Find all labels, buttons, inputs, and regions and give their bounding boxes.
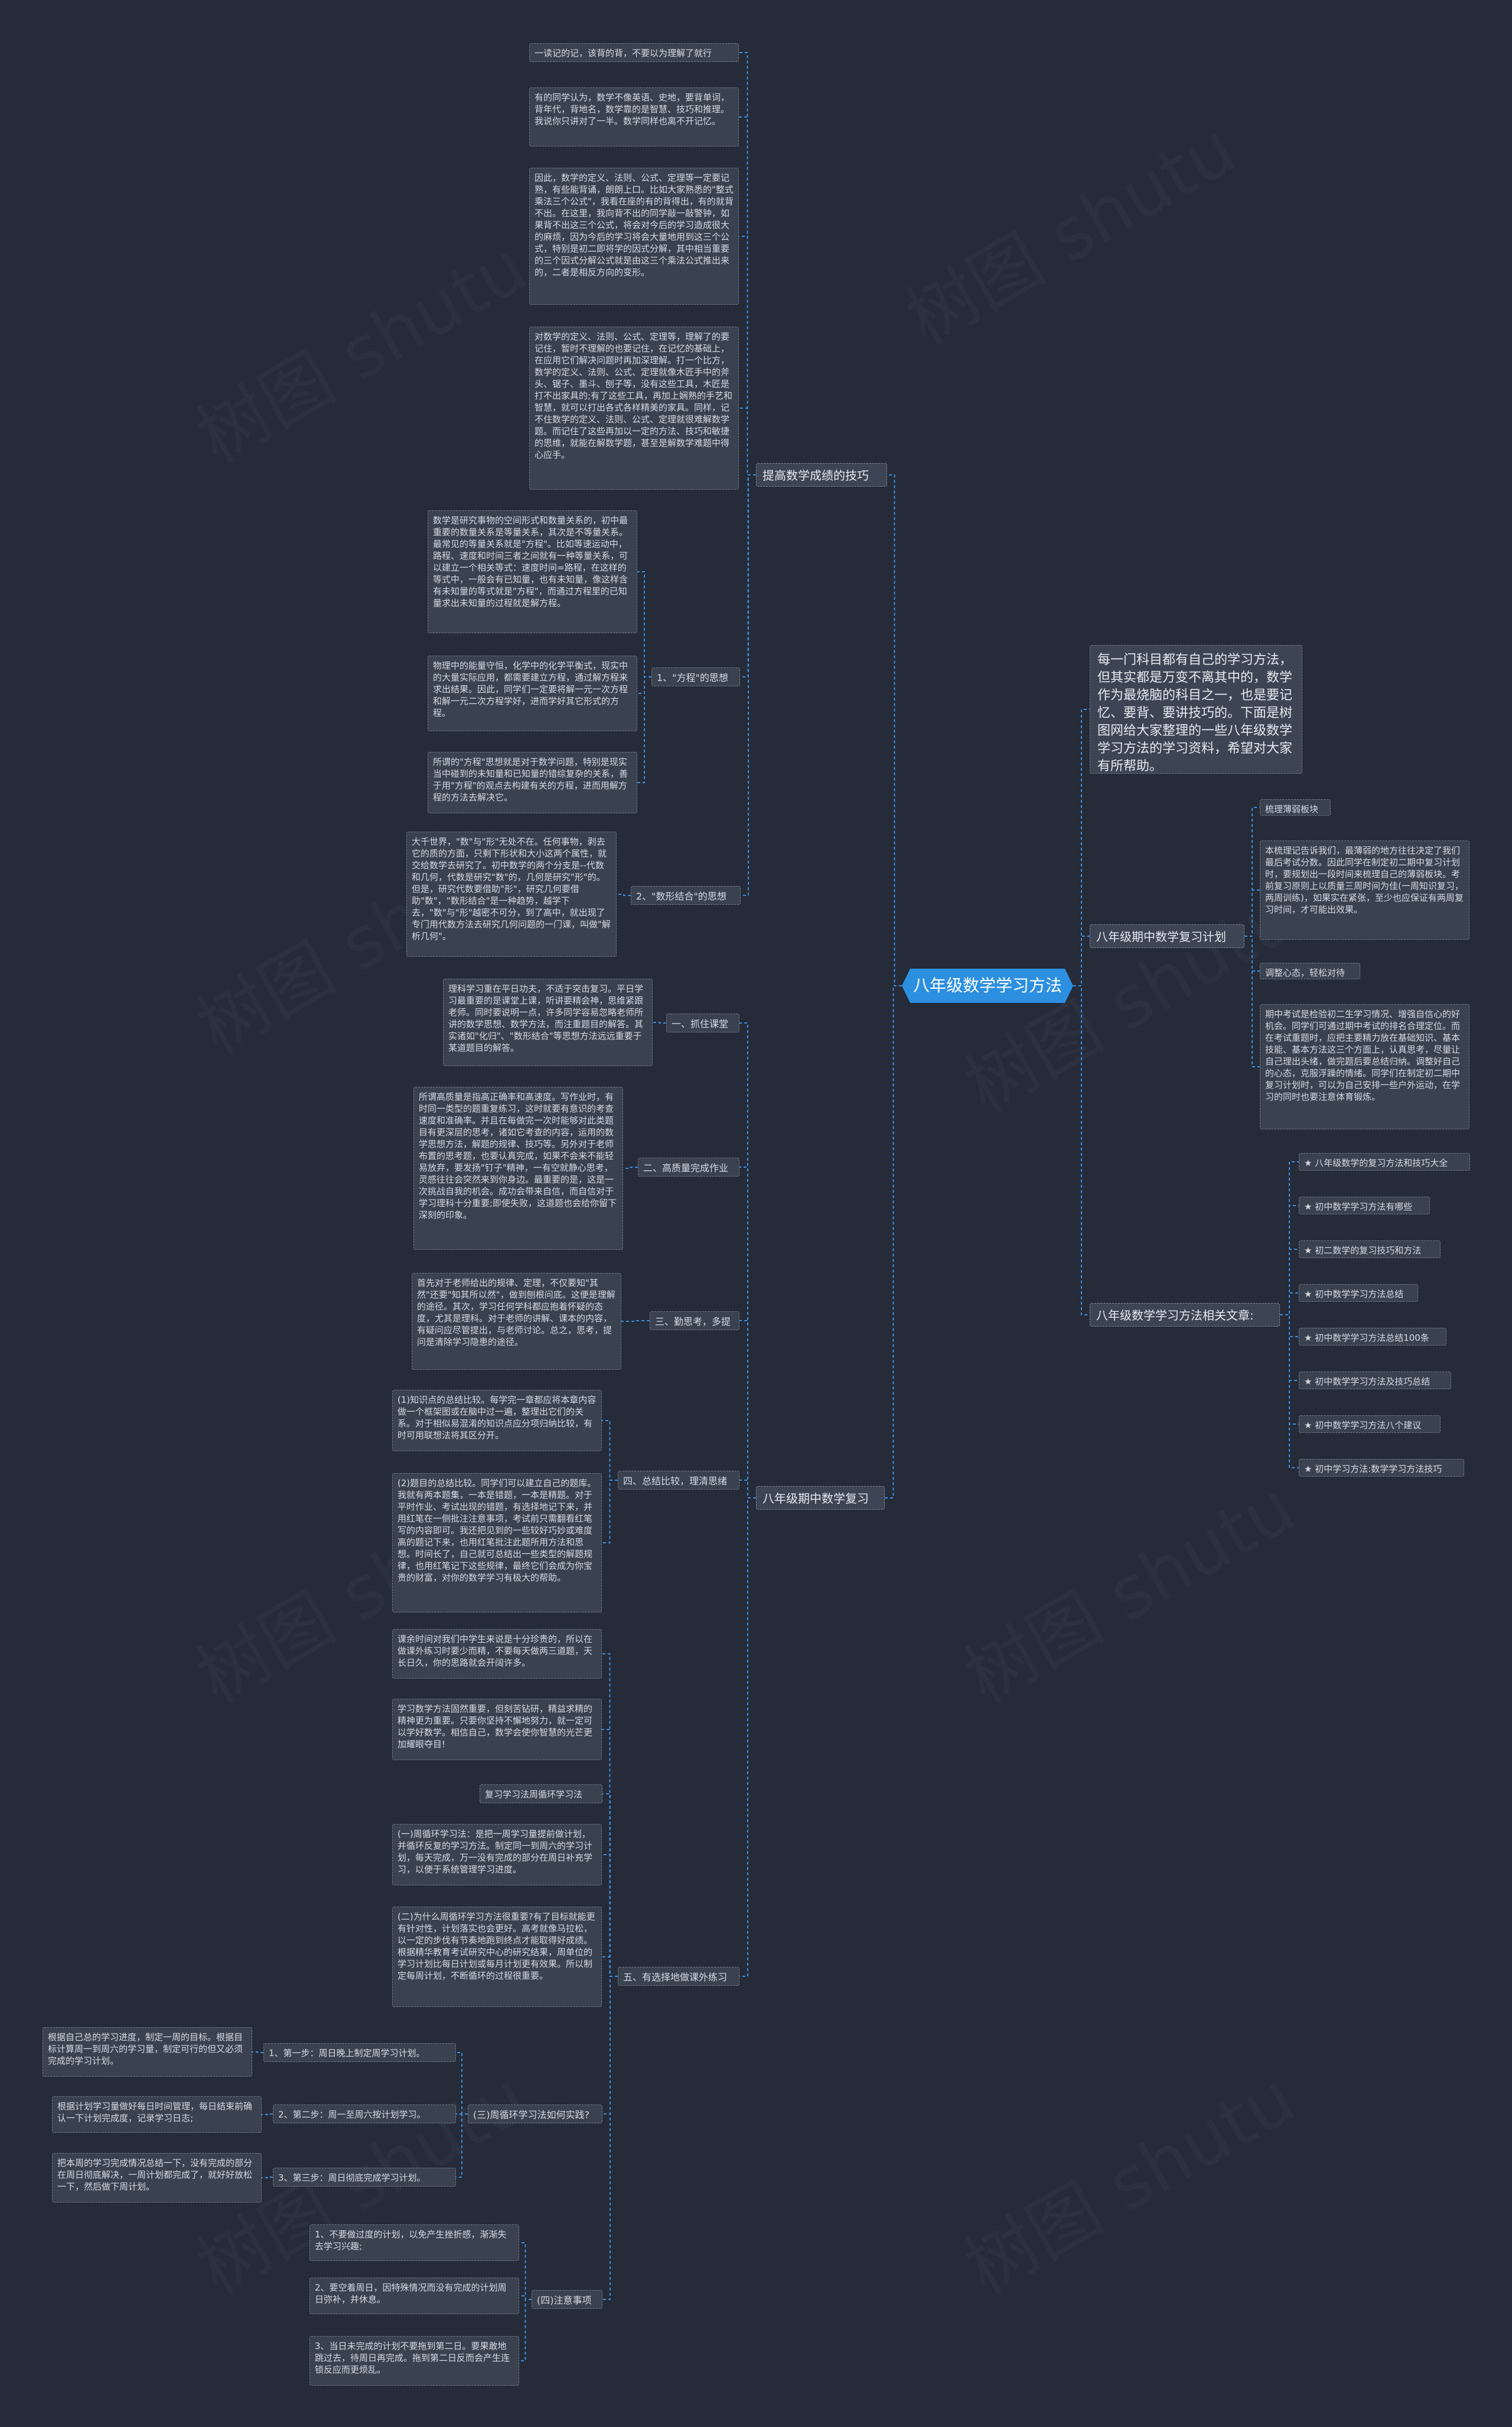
step-detail: 根据计划学习量做好每日时间管理，每日结束前确认一下计划完成度，记录学习日志; <box>52 2096 262 2133</box>
tip-item: 对数学的定义、法则、公式、定理等，理解了的要记住，暂时不理解的也要记住，在记忆的… <box>529 327 739 490</box>
connector-line <box>519 2242 532 2300</box>
detail-item: (一)周循环学习法：是把一周学习量提前做计划，并循环反复的学习方法。制定同一到周… <box>392 1824 602 1885</box>
sub-extra-practice[interactable]: 五、有选择地做课外练习 <box>618 1967 739 1986</box>
connector-line <box>519 2299 532 2361</box>
connector-line <box>262 2177 273 2178</box>
connector-line <box>602 1976 618 2300</box>
step-label[interactable]: 2、第二步：周一至周六按计划学习。 <box>273 2105 456 2123</box>
step-detail: 根据自己总的学习进度，制定一周的目标。根据目标计算周一到周六的学习量，制定可行的… <box>43 2027 252 2077</box>
note-item: 1、不要做过度的计划，以免产生挫折感，渐渐失去学习兴趣; <box>309 2224 519 2261</box>
connector-line <box>602 1854 618 1977</box>
detail-item: 首先对于老师给出的规律、定理，不仅要知"其然"还要"知其所以然"，做到刨根问底。… <box>412 1273 621 1370</box>
branch-review-plan[interactable]: 八年级期中数学复习计划 <box>1090 924 1244 948</box>
connector-line <box>1280 1314 1299 1381</box>
connector-line <box>637 676 651 783</box>
tip-item: 因此，数学的定义、法则、公式、定理等一定要记熟，有些能背诵，朗朗上口。比如大家熟… <box>529 168 739 305</box>
article-link[interactable]: ★ 初中学习方法:数学学习方法技巧 <box>1299 1459 1464 1477</box>
connector-line <box>1073 709 1090 986</box>
plan-item: 本梳理记告诉我们，最薄弱的地方往往决定了我们最后考试分数。因此同学在制定初二期中… <box>1260 841 1469 940</box>
detail-item: 所谓高质量是指高正确率和高速度。写作业时，有时同一类型的题重复练习，这时就要有意… <box>413 1087 623 1250</box>
connector-line <box>637 676 651 694</box>
sub-notes[interactable]: (四)注意事项 <box>532 2290 602 2309</box>
tip-item: 有的同学认为，数学不像英语、史地，要背单词，背年代，背地名，数学靠的是智慧、技巧… <box>529 87 739 146</box>
branch-related-articles[interactable]: 八年级数学学习方法相关文章: <box>1090 1303 1280 1327</box>
detail-item: 物理中的能量守恒，化学中的化学平衡式，现实中的大量实际应用，都需要建立方程，通过… <box>428 656 637 731</box>
connector-line <box>1244 807 1260 937</box>
sub-how-to-practice[interactable]: (三)周循环学习法如何实践? <box>468 2105 602 2123</box>
connector-line <box>262 2113 273 2115</box>
branch-score-tips[interactable]: 提高数学成绩的技巧 <box>756 463 887 487</box>
detail-item: 学习数学方法固然重要，但刻苦钻研，精益求精的精神更为重要。只要你坚持不懈地努力，… <box>392 1699 602 1760</box>
connector-line <box>1280 1292 1299 1315</box>
connector-line <box>602 1480 618 1543</box>
detail-item: 理科学习重在平日功夫，不适于突击复习。平日学习最重要的是课堂上课，听讲要精会神，… <box>443 979 653 1066</box>
connector-line <box>1280 1314 1299 1468</box>
article-link[interactable]: ★ 初中数学学习方法有哪些 <box>1299 1197 1430 1214</box>
connector-line <box>739 1167 756 1498</box>
plan-item: 梳理薄弱板块 <box>1260 799 1331 816</box>
note-item: 3、当日未完成的计划不要拖到第二日。要果敢地跳过去，待周日再完成。拖到第二日反而… <box>309 2336 519 2386</box>
connector-line <box>252 2051 263 2053</box>
sub-number-shape-idea[interactable]: 2、"数形结合"的思想 <box>631 886 741 905</box>
article-link[interactable]: ★ 初中数学学习方法及技巧总结 <box>1299 1372 1451 1389</box>
tip-item: 一读记的记，该背的背，不要以为理解了就行 <box>529 43 739 62</box>
connector-line <box>637 571 651 677</box>
sub-think-ask[interactable]: 三、勤思考，多提问 <box>650 1311 739 1330</box>
connector-line <box>617 894 631 896</box>
intro-text: 每一门科目都有自己的学习方法，但其实都是万变不离其中的，数学作为最烧脑的科目之一… <box>1090 645 1302 774</box>
step-label[interactable]: 3、第三步：周日彻底完成学习计划。 <box>273 2168 456 2187</box>
detail-item: (1)知识点的总结比较。每学完一章都应将本章内容做一个框架图或在脑中过一遍，整理… <box>392 1390 602 1451</box>
article-link[interactable]: ★ 初中数学学习方法总结100条 <box>1299 1328 1446 1346</box>
note-item: 2、要空着周日，因特殊情况而没有完成的计划周日弥补，并休息。 <box>309 2278 519 2314</box>
connector-line <box>602 1956 618 1977</box>
connector-line <box>739 408 756 475</box>
connector-line <box>456 2113 468 2178</box>
connector-line <box>623 1167 638 1169</box>
connector-line <box>1073 936 1090 986</box>
root-topic[interactable]: 八年级数学学习方法 <box>902 969 1073 1003</box>
connector-line <box>1073 985 1090 1315</box>
article-link[interactable]: ★ 八年级数学的复习方法和技巧大全 <box>1299 1153 1470 1171</box>
connector-line <box>602 1793 618 1977</box>
connector-line <box>885 985 902 1498</box>
detail-item: (2)题目的总结比较。同学们可以建立自己的题库。我就有两本题集，一本是错题，一本… <box>392 1473 602 1612</box>
article-link[interactable]: ★ 初中数学学习方法八个建议 <box>1299 1415 1441 1433</box>
sub-homework[interactable]: 二、高质量完成作业 <box>638 1158 739 1177</box>
detail-item: (二)为什么周循环学习方法很重要?有了目标就能更有针对性，计划落实也会更好。高考… <box>392 1907 602 2007</box>
connector-line <box>1244 890 1260 937</box>
step-label[interactable]: 1、第一步：周日晚上制定周学习计划。 <box>263 2043 456 2062</box>
sub-grasp-class[interactable]: 一、抓住课堂 <box>666 1014 739 1032</box>
branch-midterm-review[interactable]: 八年级期中数学复习 <box>756 1486 885 1510</box>
connector-line <box>1244 936 1260 1067</box>
connector-line <box>741 474 756 896</box>
connector-line <box>1280 1249 1299 1315</box>
article-link[interactable]: ★ 初二数学的复习技巧和方法 <box>1299 1240 1441 1258</box>
connector-line <box>602 1420 618 1481</box>
detail-item: 所谓的"方程"思想就是对于数学问题，特别是现实当中碰到的未知量和已知量的错综复杂… <box>428 752 637 813</box>
connector-line <box>739 236 756 475</box>
detail-item: 大千世界，"数"与"形"无处不在。任何事物，剥去它的质的方面，只剩下形状和大小这… <box>406 832 617 957</box>
sub-equation-idea[interactable]: 1、"方程"的思想 <box>651 667 740 686</box>
step-detail: 把本周的学习完成情况总结一下，没有完成的部分在周日彻底解决，一周计划都完成了，就… <box>52 2153 262 2203</box>
detail-item: 复习学习法周循环学习法 <box>480 1784 602 1803</box>
detail-item: 数学是研究事物的空间形式和数量关系的，初中最重要的数量关系是等量关系，其次是不等… <box>428 510 637 633</box>
connector-line <box>739 1497 756 1977</box>
sub-summarize[interactable]: 四、总结比较，理清思绪 <box>618 1471 739 1490</box>
plan-item: 调整心态，轻松对待 <box>1260 963 1360 979</box>
connector-line <box>739 1480 756 1498</box>
connector-line <box>653 1022 666 1024</box>
detail-item: 课余时间对我们中学生来说是十分珍贵的，所以在做课外练习时要少而精，不要每天做两三… <box>392 1629 602 1679</box>
connector-line <box>887 474 902 986</box>
connector-line <box>456 2052 468 2115</box>
article-link[interactable]: ★ 初中数学学习方法总结 <box>1299 1284 1418 1302</box>
plan-item: 期中考试是检验初二生学习情况、增强自信心的好机会。同学们可通过期中考试的排名合理… <box>1260 1004 1469 1129</box>
connector-line <box>739 1320 756 1498</box>
connector-line <box>519 2295 532 2300</box>
